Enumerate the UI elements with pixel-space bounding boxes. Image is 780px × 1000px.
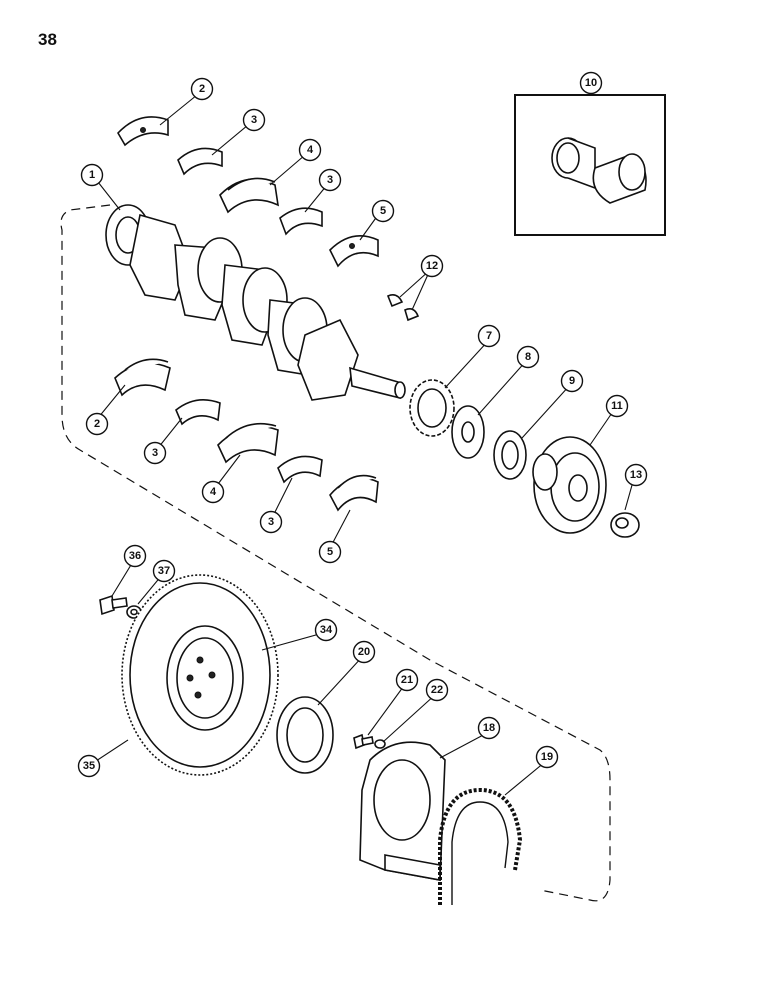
- svg-text:7: 7: [486, 330, 492, 342]
- callout-5-lower: 5: [318, 540, 342, 564]
- retainer-washer: [374, 739, 386, 749]
- callout-12: 12: [420, 254, 444, 278]
- callout-3-upper-a: 3: [242, 108, 266, 132]
- group-outline-dashed: [60, 204, 611, 902]
- thrust-bearing-shell-4a: [219, 177, 280, 214]
- front-oil-seal: [493, 430, 527, 480]
- svg-text:19: 19: [541, 751, 553, 763]
- callout-1: 1: [80, 163, 104, 187]
- flywheel-washer: [126, 605, 142, 619]
- upper-bearing-shell-5: [329, 234, 379, 268]
- crankshaft: [105, 204, 406, 401]
- svg-text:1: 1: [89, 169, 95, 181]
- rear-seal-retainer: [359, 741, 446, 881]
- svg-text:22: 22: [431, 684, 443, 696]
- callout-3-lower-b: 3: [259, 510, 283, 534]
- callout-37: 37: [152, 559, 176, 583]
- svg-text:3: 3: [268, 516, 274, 528]
- svg-text:5: 5: [327, 546, 333, 558]
- callout-3-upper-b: 3: [318, 168, 342, 192]
- svg-text:2: 2: [94, 418, 100, 430]
- crankshaft-gear: [409, 379, 455, 437]
- callout-3-lower-a: 3: [143, 441, 167, 465]
- callout-4-upper: 4: [298, 138, 322, 162]
- svg-text:10: 10: [585, 77, 597, 89]
- callout-21: 21: [395, 668, 419, 692]
- flywheel-assembly: [121, 574, 279, 776]
- lower-bearing-shell-3b: [277, 455, 323, 484]
- callout-5-upper: 5: [371, 199, 395, 223]
- page-number: 38: [38, 30, 57, 49]
- svg-text:21: 21: [401, 674, 413, 686]
- svg-text:37: 37: [158, 565, 170, 577]
- svg-text:3: 3: [327, 174, 333, 186]
- retainer-bolt: [353, 733, 374, 750]
- callout-19: 19: [535, 745, 559, 769]
- callout-9: 9: [560, 369, 584, 393]
- lower-bearing-shell-2: [114, 358, 171, 397]
- upper-bearing-shell-3b: [279, 207, 323, 236]
- callout-2-lower: 2: [85, 412, 109, 436]
- callout-36: 36: [123, 544, 147, 568]
- callout-18: 18: [477, 716, 501, 740]
- oil-slinger: [451, 405, 485, 459]
- svg-text:18: 18: [483, 722, 495, 734]
- lower-bearing-shell-5: [329, 474, 379, 512]
- bushing-sleeve-icon: [592, 153, 647, 204]
- callout-10: 10: [579, 71, 603, 95]
- rear-oil-seal: [276, 696, 334, 774]
- svg-text:12: 12: [426, 260, 438, 272]
- callout-2-upper: 2: [190, 77, 214, 101]
- svg-text:34: 34: [320, 624, 333, 636]
- svg-text:4: 4: [210, 486, 217, 498]
- callout-8: 8: [516, 345, 540, 369]
- callout-4-lower: 4: [201, 480, 225, 504]
- thrust-bearing-shell-4b: [217, 422, 279, 464]
- callout-13: 13: [624, 463, 648, 487]
- svg-text:2: 2: [199, 83, 205, 95]
- callout-34: 34: [314, 618, 338, 642]
- svg-text:36: 36: [129, 550, 141, 562]
- crankshaft-pulley: [532, 436, 607, 534]
- svg-text:3: 3: [251, 114, 257, 126]
- pulley-nut: [610, 512, 640, 538]
- bushing-icon: [551, 137, 596, 190]
- svg-text:11: 11: [611, 400, 623, 412]
- upper-bearing-shell-3a: [177, 147, 223, 176]
- upper-bearing-shell-2: [117, 116, 169, 147]
- lower-bearing-shell-3a: [175, 398, 221, 426]
- svg-text:13: 13: [630, 469, 642, 481]
- callout-11: 11: [605, 394, 629, 418]
- callout-35: 35: [77, 754, 101, 778]
- flywheel-bolt: [99, 594, 128, 616]
- svg-text:8: 8: [525, 351, 531, 363]
- svg-text:9: 9: [569, 375, 575, 387]
- callout-20: 20: [352, 640, 376, 664]
- svg-text:35: 35: [83, 760, 95, 772]
- retainer-gasket: [438, 787, 523, 905]
- svg-text:4: 4: [307, 144, 314, 156]
- svg-text:20: 20: [358, 646, 370, 658]
- callout-7: 7: [477, 324, 501, 348]
- svg-text:5: 5: [380, 205, 386, 217]
- callout-22: 22: [425, 678, 449, 702]
- woodruff-keys: [386, 294, 420, 322]
- svg-text:3: 3: [152, 447, 158, 459]
